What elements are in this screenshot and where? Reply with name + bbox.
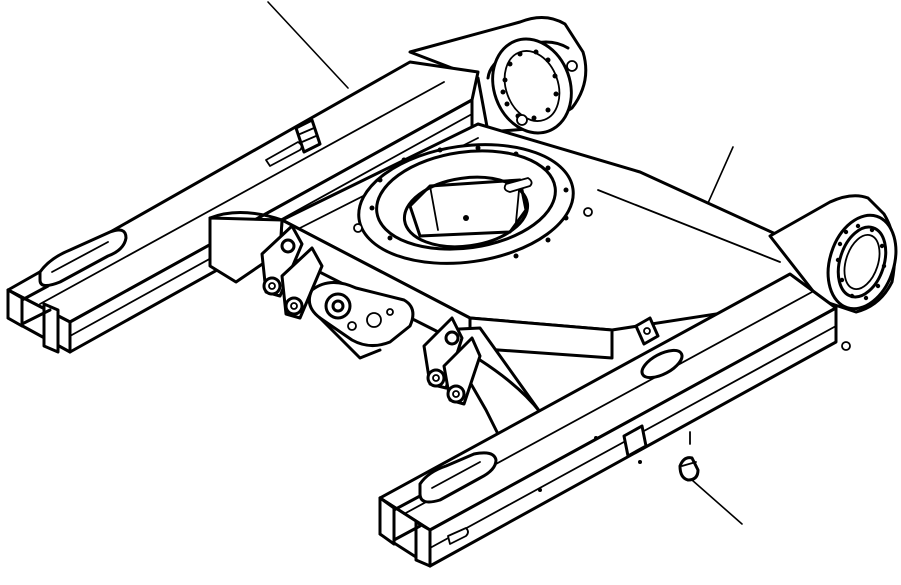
leader-line-bottom xyxy=(691,479,743,525)
center-car-body xyxy=(208,122,822,440)
right-side-frame-beam xyxy=(378,272,838,568)
center-lug-brackets xyxy=(260,224,482,406)
rear-left-sprocket-housing xyxy=(408,16,588,135)
right-idler-housing xyxy=(768,194,898,351)
leader-line-top xyxy=(267,1,349,89)
grease-fitting-part xyxy=(678,456,700,482)
